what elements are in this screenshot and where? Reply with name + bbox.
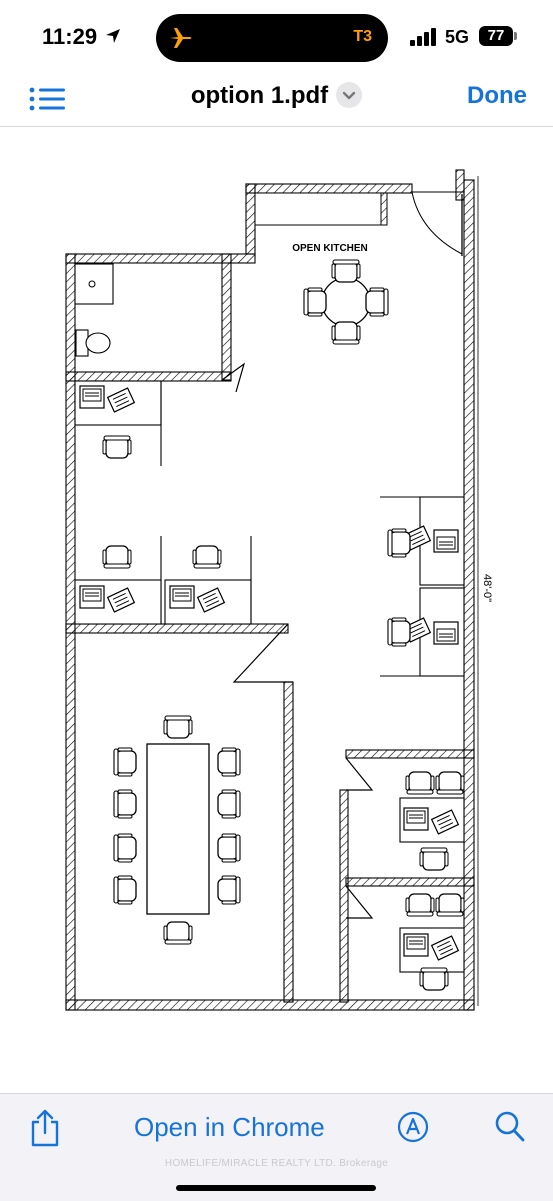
done-button[interactable]: Done [467,82,527,109]
outline-list-icon[interactable] [28,82,68,116]
airplane-icon [170,28,192,48]
kitchen-table [303,259,389,345]
floor-plan-drawing: OPEN KITCHEN 48'-0" [65,169,493,1011]
home-indicator [176,1185,376,1191]
conference-table [113,715,241,945]
flight-carrier-badge: T3 [353,28,372,45]
battery-icon: 77 [479,26,517,46]
status-time: 11:29 [42,24,98,49]
document-title-menu[interactable]: option 1.pdf [0,81,553,110]
kitchen-label: OPEN KITCHEN [292,243,368,254]
network-type: 5G [445,27,470,47]
open-in-chrome-button[interactable]: Open in Chrome [134,1112,325,1142]
document-title: option 1.pdf [190,82,329,109]
pdf-page[interactable]: OPEN KITCHEN 48'-0" [0,127,553,1093]
status-bar: 11:29 T3 5G 77 [0,0,553,72]
chevron-down-icon [336,81,363,108]
location-arrow-icon [106,29,120,43]
search-icon[interactable] [494,1110,526,1144]
markup-pen-icon[interactable] [396,1110,430,1144]
dynamic-island: T3 [156,14,388,62]
signal-bars-icon [410,28,436,46]
dimension-label: 48'-0" [481,574,493,602]
share-icon[interactable] [28,1108,62,1148]
battery-level: 77 [487,27,505,44]
navigation-bar: option 1.pdf Done [0,72,553,127]
watermark-text: HOMELIFE/MIRACLE REALTY LTD. Brokerage [164,1158,389,1169]
wall-structure [65,169,475,1011]
bottom-toolbar: Open in Chrome HOMELIFE/MIRACLE REALTY L… [0,1093,553,1201]
